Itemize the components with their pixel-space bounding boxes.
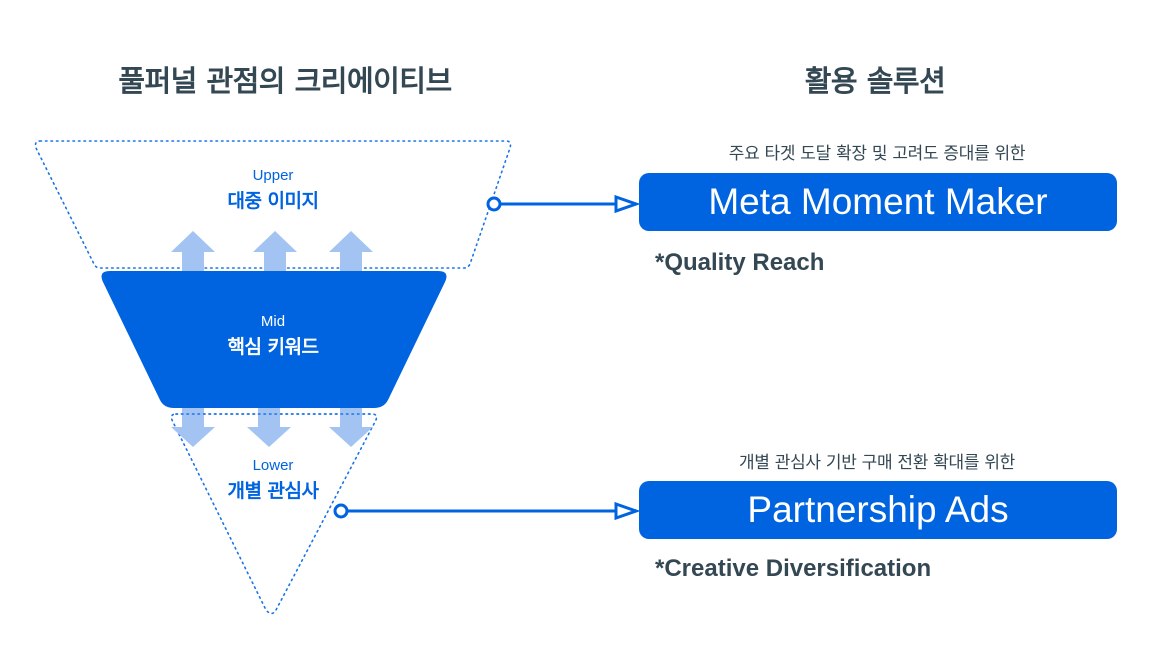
lower-stage-en: Lower: [252, 457, 294, 474]
funnel-heading: 풀퍼널 관점의 크리에이티브: [118, 64, 452, 98]
down-arrow-icon: [171, 408, 215, 447]
down-arrow-icon: [329, 408, 373, 447]
up-arrow-icon: [253, 231, 297, 272]
up-arrow-icon: [171, 231, 215, 272]
upper-stage-ko: 대중 이미지: [227, 190, 319, 212]
solution-meta-moment-maker: Meta Moment Maker: [639, 173, 1117, 231]
mid-stage-shape: [101, 271, 447, 408]
mid-stage-en: Mid: [260, 313, 286, 330]
connector-upper-to-solution: [486, 194, 641, 214]
solution-caption: 주요 타겟 도달 확장 및 고려도 증대를 위한: [728, 144, 1026, 164]
connector-arrowhead-icon: [614, 501, 641, 521]
upper-stage-en: Upper: [252, 167, 294, 184]
mid-stage-ko: 핵심 키워드: [227, 336, 319, 358]
solution-note: *Quality Reach: [655, 249, 825, 276]
solution-note: *Creative Diversification: [655, 555, 932, 582]
solution-partnership-ads: Partnership Ads: [639, 481, 1117, 539]
connector-arrowhead-icon: [614, 194, 641, 214]
mid-stage-label: Mid 핵심 키워드: [173, 313, 373, 359]
lower-stage-label: Lower 개별 관심사: [173, 457, 373, 503]
solution-caption: 개별 관심사 기반 구매 전환 확대를 위한: [738, 453, 1016, 473]
lower-stage-outline: [170, 413, 378, 615]
solutions-heading: 활용 솔루션: [804, 64, 946, 98]
upper-stage-outline: [34, 140, 512, 269]
upper-stage-label: Upper 대중 이미지: [173, 167, 373, 213]
connector-start-circle: [486, 196, 502, 212]
up-arrow-icon: [329, 231, 373, 272]
down-arrow-icon: [247, 408, 291, 447]
connector-start-circle: [333, 503, 349, 519]
connector-lower-to-solution: [333, 501, 641, 521]
lower-stage-ko: 개별 관심사: [227, 480, 319, 502]
